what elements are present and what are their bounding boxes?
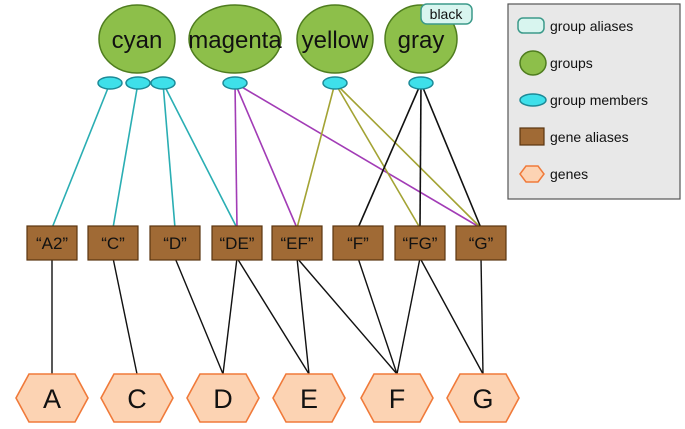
edge-cyan-to-D: [162, 82, 176, 229]
legend-gene-aliases-label: gene aliases: [550, 129, 629, 145]
gene-label-E: E: [300, 384, 318, 414]
group-member-cyan-1: [125, 76, 151, 90]
edge-alias-G-to-gene-G: [480, 257, 484, 375]
gene-node-G: [446, 373, 520, 423]
gene-alias-node-A2: [26, 225, 78, 261]
gene-alias-node-G: [455, 225, 507, 261]
gene-alias-node-FG: [394, 225, 446, 261]
legend-group-aliases-label: group aliases: [550, 18, 633, 34]
edge-alias-EF-to-gene-F: [296, 257, 398, 375]
group-member-magenta-0: [222, 76, 248, 90]
legend-group-member-swatch: [519, 93, 547, 107]
group-alias-badge: [420, 3, 473, 25]
gene-node-E: [272, 373, 346, 423]
legend-gene-alias-swatch: [519, 127, 545, 146]
legend-group-members-label: group members: [550, 92, 648, 108]
gene-alias-label-A2: “A2”: [36, 234, 68, 253]
edges-layer: [51, 82, 484, 375]
group-label-yellow: yellow: [302, 27, 369, 54]
legend-group-alias-swatch: [517, 17, 545, 34]
edge-magenta-to-G: [234, 82, 482, 229]
edge-magenta-to-EF: [234, 82, 298, 229]
gene-alias-label-G: “G”: [469, 234, 494, 253]
gene-alias-node-C: [87, 225, 139, 261]
edge-alias-DE-to-gene-D: [222, 257, 238, 375]
edge-gray-to-FG: [419, 82, 422, 229]
edge-gray-to-F: [357, 82, 422, 229]
group-member-yellow-0: [322, 76, 348, 90]
group-node-magenta: [188, 4, 282, 74]
edge-yellow-to-EF: [296, 82, 336, 229]
legend-genes-label: genes: [550, 166, 588, 182]
gene-label-A: A: [43, 384, 61, 414]
group-member-cyan-2: [150, 76, 176, 90]
legend-group-swatch: [519, 50, 547, 76]
gene-label-G: G: [472, 384, 493, 414]
edge-alias-FG-to-gene-F: [396, 257, 421, 375]
legend: group aliases groups group members gene …: [507, 3, 681, 200]
gene-node-F: [360, 373, 434, 423]
group-label-gray: gray: [398, 27, 445, 54]
edge-magenta-to-DE: [234, 82, 238, 229]
gene-label-D: D: [213, 384, 233, 414]
edge-gray-to-G: [420, 82, 482, 229]
gene-node-D: [186, 373, 260, 423]
gene-alias-node-EF: [271, 225, 323, 261]
edge-alias-D-to-gene-D: [174, 257, 224, 375]
gene-node-C: [100, 373, 174, 423]
group-node-cyan: [98, 4, 176, 74]
gene-alias-label-C: “C”: [101, 234, 125, 253]
edge-cyan-to-C: [112, 82, 139, 229]
nodes-layer: cyan magenta yellow gray black “A2” “C” “D” “DE”…: [15, 3, 520, 423]
edge-yellow-to-G: [334, 82, 482, 229]
gene-label-C: C: [127, 384, 147, 414]
group-label-cyan: cyan: [112, 27, 163, 54]
gene-alias-label-F: “F”: [347, 234, 369, 253]
edge-alias-FG-to-gene-G: [419, 257, 484, 375]
gene-alias-node-F: [332, 225, 384, 261]
edge-yellow-to-FG: [334, 82, 421, 229]
legend-gene-swatch: [519, 165, 545, 183]
group-label-magenta: magenta: [188, 27, 282, 54]
group-member-cyan-0: [97, 76, 123, 90]
group-node-yellow: [296, 4, 374, 74]
gene-alias-label-DE: “DE”: [220, 234, 255, 253]
edge-alias-F-to-gene-F: [357, 257, 398, 375]
edge-alias-C-to-gene-C: [112, 257, 138, 375]
gene-alias-node-DE: [211, 225, 263, 261]
gene-node-A: [15, 373, 89, 423]
edge-cyan-to-A2: [51, 82, 111, 229]
edge-cyan-to-DE: [162, 82, 238, 229]
edge-alias-DE-to-gene-E: [236, 257, 310, 375]
gene-alias-label-D: “D”: [163, 234, 187, 253]
gene-alias-node-D: [149, 225, 201, 261]
gene-label-F: F: [389, 384, 406, 414]
gene-alias-label-EF: “EF”: [280, 234, 313, 253]
legend-groups-label: groups: [550, 55, 593, 71]
gene-alias-label-FG: “FG”: [403, 234, 438, 253]
edge-alias-EF-to-gene-E: [296, 257, 310, 375]
group-member-gray-0: [408, 76, 434, 90]
group-alias-label: black: [430, 6, 464, 22]
